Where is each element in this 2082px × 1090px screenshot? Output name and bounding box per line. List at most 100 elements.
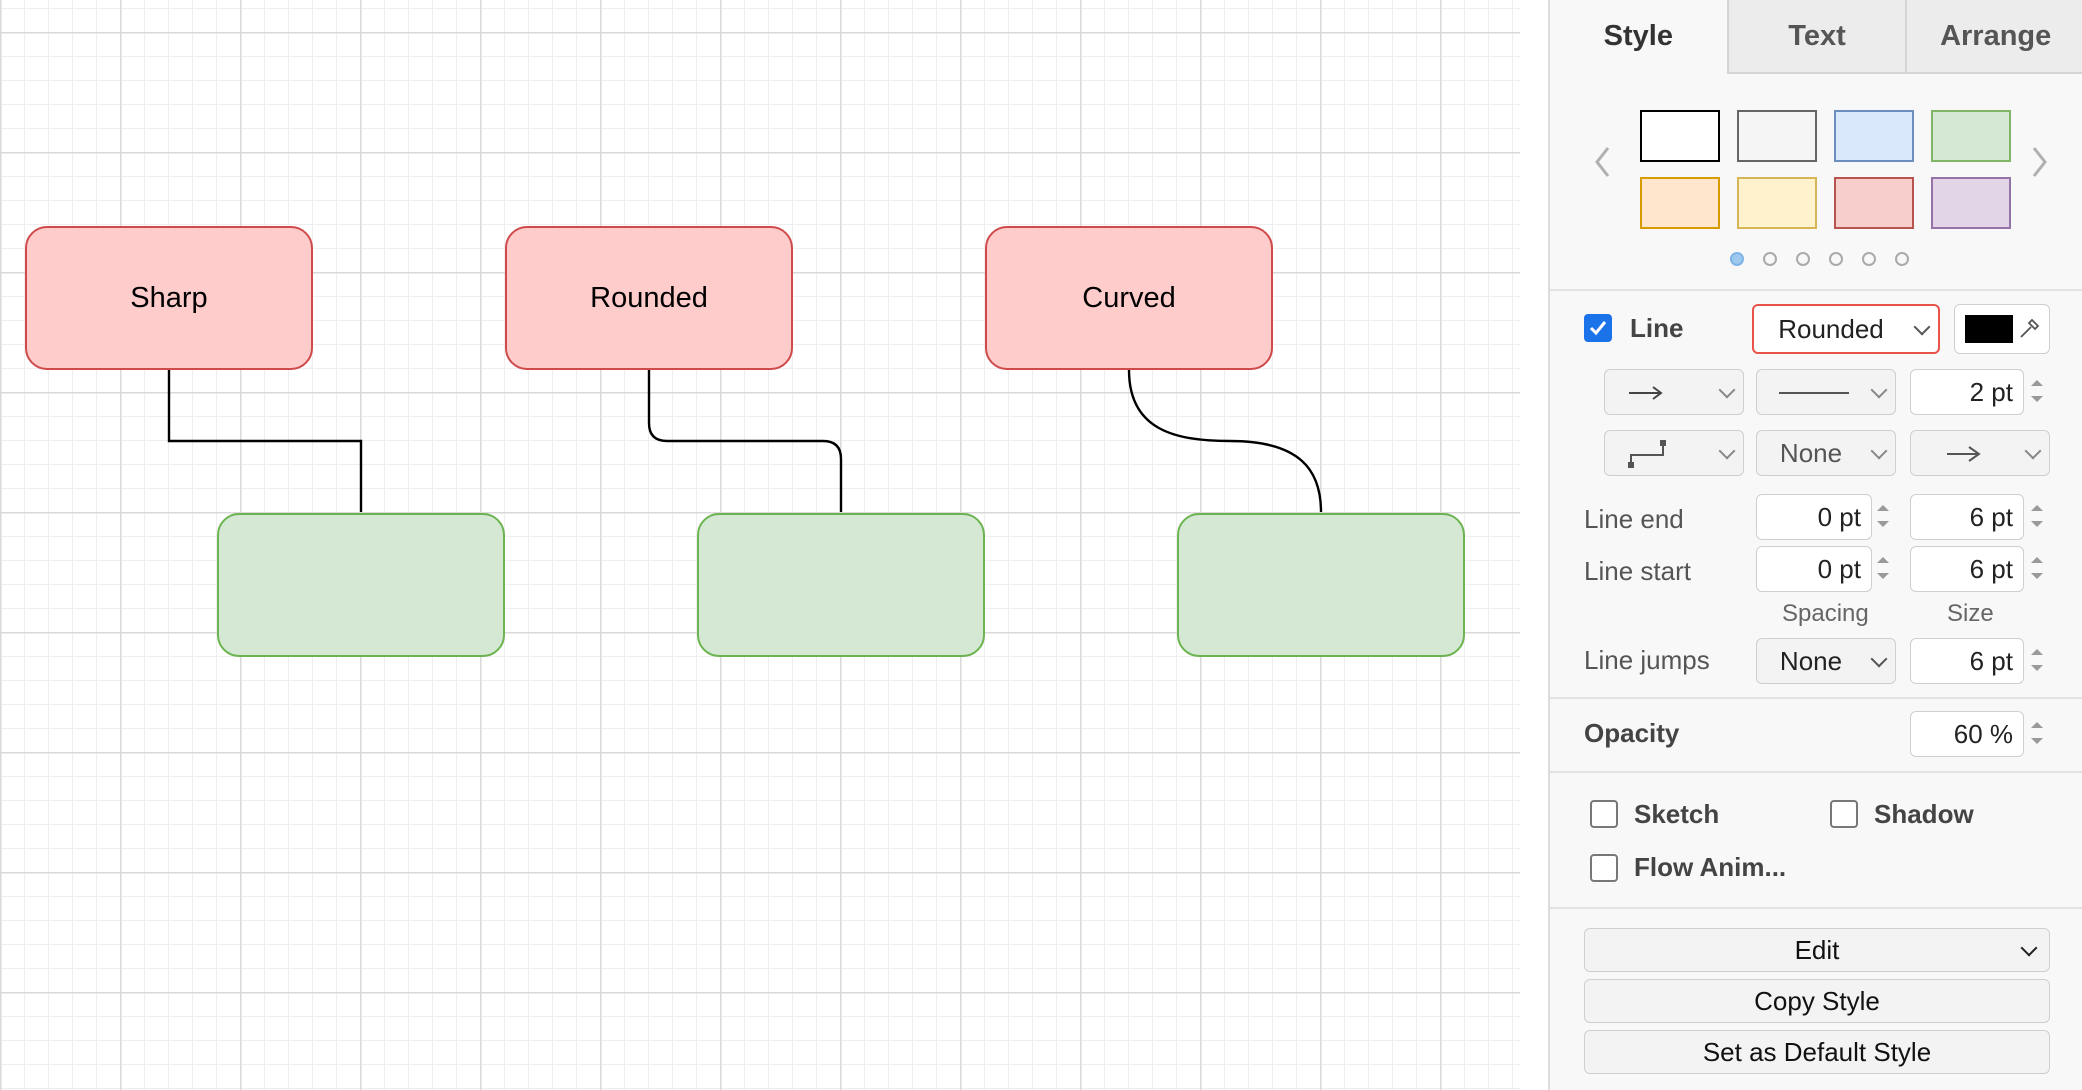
style-swatch[interactable] — [1931, 110, 2011, 162]
divider — [1550, 697, 2082, 699]
divider — [1550, 907, 2082, 909]
opacity-value: 60 % — [1953, 718, 2013, 749]
sharp-connector[interactable] — [167, 370, 363, 512]
edit-dropdown-button[interactable]: Edit — [1584, 928, 2050, 972]
opacity-input[interactable]: 60 % — [1910, 711, 2024, 757]
shape-curved-label: Curved — [1082, 281, 1176, 314]
line-end-spacing-input[interactable]: 0 pt — [1756, 494, 1872, 540]
swatch-page-dot-6[interactable] — [1895, 252, 1909, 266]
set-default-style-button[interactable]: Set as Default Style — [1584, 1030, 2050, 1074]
line-start-spacing-value: 0 pt — [1817, 553, 1861, 584]
line-end-label: Line end — [1584, 504, 1684, 534]
connection-pattern-select[interactable] — [1604, 369, 1744, 415]
chevron-down-icon — [1913, 318, 1931, 336]
waypoints-select[interactable] — [1604, 430, 1744, 476]
chevron-down-icon — [1870, 381, 1888, 399]
line-start-size-stepper[interactable] — [2028, 548, 2046, 588]
line-style-value: Rounded — [1778, 313, 1884, 344]
tab-text[interactable]: Text — [1726, 0, 1906, 74]
tab-style[interactable]: Style — [1550, 0, 1727, 74]
line-width-input[interactable]: 2 pt — [1910, 369, 2024, 415]
line-checkbox[interactable] — [1584, 314, 1612, 342]
swatch-page-dot-4[interactable] — [1829, 252, 1843, 266]
divider — [1550, 771, 2082, 773]
shape-curved[interactable]: Curved — [985, 226, 1273, 370]
line-start-size-input[interactable]: 6 pt — [1910, 546, 2024, 592]
checkmark-icon — [1589, 321, 1607, 336]
diagram-canvas[interactable]: Sharp Rounded Curved — [0, 0, 1548, 1090]
curved-connector[interactable] — [1127, 369, 1323, 513]
solid-line-icon — [1779, 392, 1849, 394]
line-end-size-stepper[interactable] — [2028, 496, 2046, 536]
line-jumps-select[interactable]: None — [1756, 638, 1896, 684]
swatch-page-dot-1[interactable] — [1730, 252, 1744, 266]
shape-rounded[interactable]: Rounded — [505, 226, 793, 370]
line-jumps-size-stepper[interactable] — [2028, 640, 2046, 680]
arrow-right-icon — [1629, 386, 1663, 400]
line-jumps-value: None — [1779, 645, 1843, 676]
canvas-gutter — [1520, 0, 1548, 1090]
line-start-marker-value: None — [1779, 437, 1843, 468]
line-end-spacing-stepper[interactable] — [1874, 496, 1892, 536]
line-start-spacing-input[interactable]: 0 pt — [1756, 546, 1872, 592]
line-start-spacing-stepper[interactable] — [1874, 548, 1892, 588]
line-color-swatch — [1965, 315, 2013, 343]
swatch-page-dot-5[interactable] — [1862, 252, 1876, 266]
shadow-checkbox[interactable] — [1830, 800, 1858, 828]
target-shape-1[interactable] — [217, 513, 505, 657]
style-swatch[interactable] — [1931, 177, 2011, 229]
shape-sharp-label: Sharp — [130, 281, 208, 314]
set-default-style-label: Set as Default Style — [1702, 1036, 1932, 1067]
copy-style-label: Copy Style — [1754, 985, 1880, 1016]
flow-animation-label: Flow Anim... — [1634, 852, 1787, 882]
copy-style-button[interactable]: Copy Style — [1584, 979, 2050, 1023]
line-style-select[interactable]: Rounded — [1752, 304, 1940, 354]
edit-button-label: Edit — [1794, 934, 1840, 965]
target-shape-3[interactable] — [1177, 513, 1465, 657]
style-swatch[interactable] — [1834, 110, 1914, 162]
swatch-page-dot-2[interactable] — [1763, 252, 1777, 266]
tab-arrange[interactable]: Arrange — [1905, 0, 2082, 74]
line-jumps-label: Line jumps — [1584, 645, 1710, 675]
line-jumps-size-input[interactable]: 6 pt — [1910, 638, 2024, 684]
line-start-marker-select[interactable]: None — [1756, 430, 1896, 476]
line-end-size-value: 6 pt — [1969, 501, 2013, 532]
orthogonal-edge-icon — [1628, 440, 1666, 468]
spacing-column-label: Spacing — [1782, 600, 1869, 627]
line-start-label: Line start — [1584, 556, 1691, 586]
line-color-picker[interactable] — [1954, 304, 2050, 354]
dash-pattern-select[interactable] — [1756, 369, 1896, 415]
line-width-stepper[interactable] — [2028, 371, 2046, 411]
rounded-connector[interactable] — [647, 370, 843, 512]
style-swatch[interactable] — [1737, 110, 1817, 162]
shape-sharp[interactable]: Sharp — [25, 226, 313, 370]
chevron-down-icon — [2024, 442, 2042, 460]
line-label: Line — [1630, 313, 1684, 343]
chevron-down-icon — [1870, 442, 1888, 460]
shadow-label: Shadow — [1874, 799, 1974, 829]
chevron-down-icon — [2020, 939, 2038, 957]
style-swatch[interactable] — [1737, 177, 1817, 229]
style-swatch[interactable] — [1640, 110, 1720, 162]
line-jumps-size-value: 6 pt — [1969, 645, 2013, 676]
chevron-down-icon — [1718, 381, 1736, 399]
chevron-down-icon — [1870, 650, 1888, 668]
sketch-checkbox[interactable] — [1590, 800, 1618, 828]
style-swatch[interactable] — [1640, 177, 1720, 229]
sketch-label: Sketch — [1634, 799, 1720, 829]
line-end-marker-select[interactable] — [1910, 430, 2050, 476]
target-shape-2[interactable] — [697, 513, 985, 657]
shape-rounded-label: Rounded — [590, 281, 708, 314]
swatch-next-icon[interactable] — [2028, 144, 2050, 187]
flow-animation-checkbox[interactable] — [1590, 854, 1618, 882]
swatch-prev-icon[interactable] — [1592, 144, 1614, 187]
panel-tabs: Style Text Arrange — [1550, 0, 2082, 74]
swatch-page-dot-3[interactable] — [1796, 252, 1810, 266]
opacity-label: Opacity — [1584, 718, 1680, 748]
eyedropper-icon — [2020, 318, 2040, 338]
style-swatch[interactable] — [1834, 177, 1914, 229]
format-panel: Style Text Arrange Line Rounded — [1548, 0, 2082, 1090]
line-end-size-input[interactable]: 6 pt — [1910, 494, 2024, 540]
opacity-stepper[interactable] — [2028, 713, 2046, 753]
line-width-value: 2 pt — [1969, 376, 2013, 407]
